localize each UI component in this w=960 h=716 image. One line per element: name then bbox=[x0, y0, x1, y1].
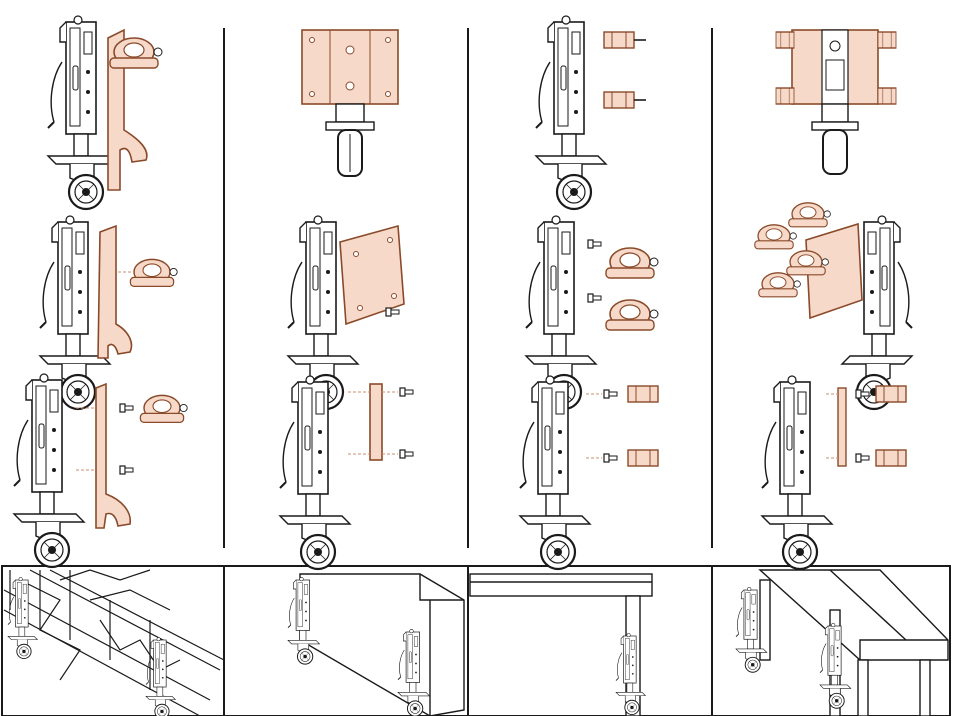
tube-coupler-icon bbox=[775, 87, 795, 105]
bolt-icon bbox=[385, 307, 400, 317]
clamp-coupler-icon bbox=[139, 394, 188, 424]
mounting-plate-icon bbox=[339, 224, 405, 326]
caster-wheel-icon bbox=[7, 577, 38, 660]
tube-coupler-icon bbox=[603, 91, 635, 109]
bolt-icon bbox=[119, 465, 134, 475]
tube-coupler-icon bbox=[627, 385, 659, 403]
mounting-plate-icon bbox=[97, 224, 133, 359]
caster-wheel-icon bbox=[325, 103, 375, 177]
caster-wheel-icon bbox=[278, 374, 352, 571]
bolt-icon bbox=[603, 389, 618, 399]
tube-coupler-icon bbox=[877, 87, 897, 105]
mounting-plate-icon bbox=[107, 28, 148, 191]
caster-wheel-icon bbox=[615, 633, 646, 716]
column-hook-plate bbox=[12, 14, 188, 569]
bolt-icon bbox=[399, 449, 414, 459]
truss-icon bbox=[3, 569, 225, 716]
clamp-coupler-icon bbox=[605, 299, 659, 331]
stage-deck-icon bbox=[299, 573, 465, 716]
stage-deck-icon bbox=[758, 569, 949, 716]
panel-dividers bbox=[1, 28, 951, 716]
mounting-plate-icon bbox=[837, 387, 847, 467]
tube-coupler-icon bbox=[875, 385, 907, 403]
column-flat-plate bbox=[278, 29, 414, 571]
mounting-plate-icon bbox=[95, 382, 131, 529]
bolt-icon bbox=[587, 293, 602, 303]
caster-wheel-icon bbox=[534, 14, 608, 211]
clamp-coupler-icon bbox=[605, 247, 659, 279]
mounting-plate-icon bbox=[805, 222, 863, 320]
bolt-icon bbox=[587, 239, 602, 249]
clamp-coupler-icon bbox=[754, 224, 798, 250]
clamp-coupler-icon bbox=[788, 202, 832, 228]
caster-wheel-icon bbox=[811, 103, 859, 175]
tube-coupler-icon bbox=[875, 449, 907, 467]
clamp-coupler-icon bbox=[129, 258, 178, 288]
caster-wheel-icon bbox=[524, 214, 598, 411]
mounting-plate-icon bbox=[301, 29, 399, 105]
bolt-icon bbox=[603, 453, 618, 463]
bolt-icon bbox=[119, 403, 134, 413]
caster-wheel-icon bbox=[760, 374, 834, 571]
bolt-icon bbox=[855, 453, 870, 463]
tube-coupler-icon bbox=[877, 31, 897, 49]
tube-coupler-icon bbox=[627, 449, 659, 467]
mounting-plate-icon bbox=[369, 383, 383, 461]
column-quad-clamp bbox=[754, 29, 914, 571]
tube-coupler-icon bbox=[775, 31, 795, 49]
tube-coupler-icon bbox=[603, 31, 635, 49]
mounting-plate-icon bbox=[791, 29, 879, 105]
caster-wheel-icon bbox=[518, 374, 592, 571]
clamp-coupler-icon bbox=[758, 272, 802, 298]
column-twin-clamp bbox=[518, 14, 659, 571]
bolt-icon bbox=[399, 387, 414, 397]
